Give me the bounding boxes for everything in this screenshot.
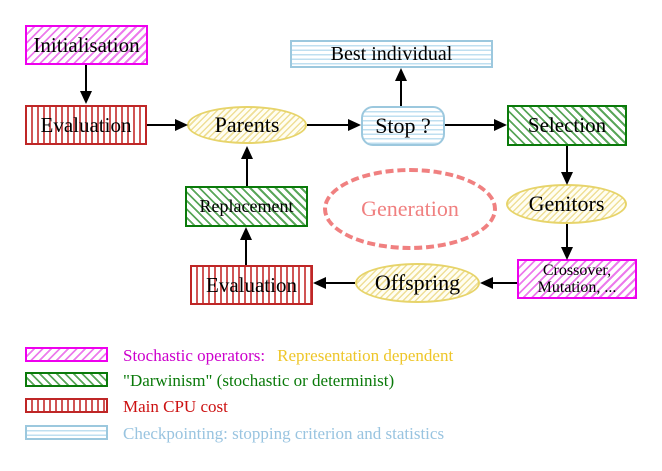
node-crossover-label-line2: Mutation, ... (537, 279, 617, 296)
legend-label-cpu-cost-text: Main CPU cost (123, 397, 228, 416)
arrow-evaluation-to-parents-line (147, 124, 175, 126)
arrow-selection-to-genitors-line (566, 146, 568, 172)
legend-label-cpu-cost: Main CPU cost (123, 397, 228, 417)
arrow-genitors-to-crossover-head (561, 247, 573, 260)
legend-label-stochastic-operators-primary: Stochastic operators: (123, 346, 266, 365)
arrow-evaluation-to-replacement-line (245, 240, 247, 265)
arrow-stop-to-best-individual-line (400, 81, 402, 106)
legend-label-checkpointing-text: Checkpointing: stopping criterion and st… (123, 424, 445, 443)
arrow-stop-to-selection-line (445, 124, 494, 126)
arrow-offspring-to-evaluation-head (313, 277, 326, 289)
legend-swatch-cpu-cost (25, 398, 108, 413)
arrow-selection-to-genitors-head (561, 172, 573, 185)
arrow-stop-to-best-individual-head (395, 68, 407, 81)
node-generation-label: Generation (361, 196, 459, 221)
node-parents: Parents (187, 106, 307, 144)
arrow-initialisation-to-evaluation-head (80, 91, 92, 104)
node-crossover-label-line1: Crossover, (542, 262, 612, 279)
arrow-parents-to-stop-line (307, 124, 348, 126)
node-evaluation-bottom: Evaluation (190, 265, 313, 305)
arrow-initialisation-to-evaluation-line (85, 65, 87, 91)
node-offspring-label: Offspring (374, 270, 461, 295)
arrow-offspring-to-evaluation-line (326, 282, 355, 284)
node-genitors: Genitors (506, 184, 627, 224)
node-parents-label: Parents (214, 112, 280, 137)
node-evaluation-top-label: Evaluation (40, 112, 132, 137)
legend-swatch-stochastic-operators (25, 347, 108, 362)
legend-label-checkpointing: Checkpointing: stopping criterion and st… (123, 424, 444, 444)
node-replacement-label: Replacement (199, 196, 294, 216)
arrow-evaluation-to-replacement-head (240, 227, 252, 240)
arrow-genitors-to-crossover-line (566, 224, 568, 247)
arrow-evaluation-to-parents-head (175, 119, 188, 131)
legend-label-darwinism: "Darwinism" (stochastic or determinist) (123, 371, 394, 391)
legend-label-stochastic-operators: Stochastic operators: Representation depe… (123, 346, 453, 366)
node-offspring: Offspring (355, 263, 480, 303)
node-replacement: Replacement (185, 186, 308, 227)
legend-swatch-darwinism (25, 372, 108, 387)
node-evaluation-top: Evaluation (25, 105, 147, 145)
legend-label-stochastic-operators-secondary: Representation dependent (277, 346, 454, 365)
arrow-parents-to-stop-head (348, 119, 361, 131)
node-selection-label: Selection (527, 113, 607, 137)
node-best-individual-label: Best individual (330, 42, 453, 65)
arrow-crossover-to-offspring-line (493, 282, 517, 284)
node-genitors-label: Genitors (528, 191, 605, 216)
arrow-replacement-to-parents-line (246, 159, 248, 186)
node-initialisation-label: Initialisation (33, 32, 140, 57)
node-initialisation: Initialisation (25, 25, 148, 65)
node-selection: Selection (507, 105, 627, 146)
arrow-crossover-to-offspring-head (480, 277, 493, 289)
node-stop: Stop ? (361, 106, 445, 146)
node-generation: Generation (323, 168, 497, 250)
node-evaluation-bottom-label: Evaluation (206, 272, 297, 297)
arrow-stop-to-selection-head (494, 119, 507, 131)
node-stop-label: Stop ? (375, 113, 431, 138)
node-crossover-mutation: Crossover,Mutation, ... (517, 259, 637, 299)
node-best-individual: Best individual (290, 40, 493, 68)
legend-label-darwinism-text: "Darwinism" (stochastic or determinist) (123, 371, 395, 390)
legend-swatch-checkpointing (25, 425, 108, 440)
arrow-replacement-to-parents-head (241, 146, 253, 159)
